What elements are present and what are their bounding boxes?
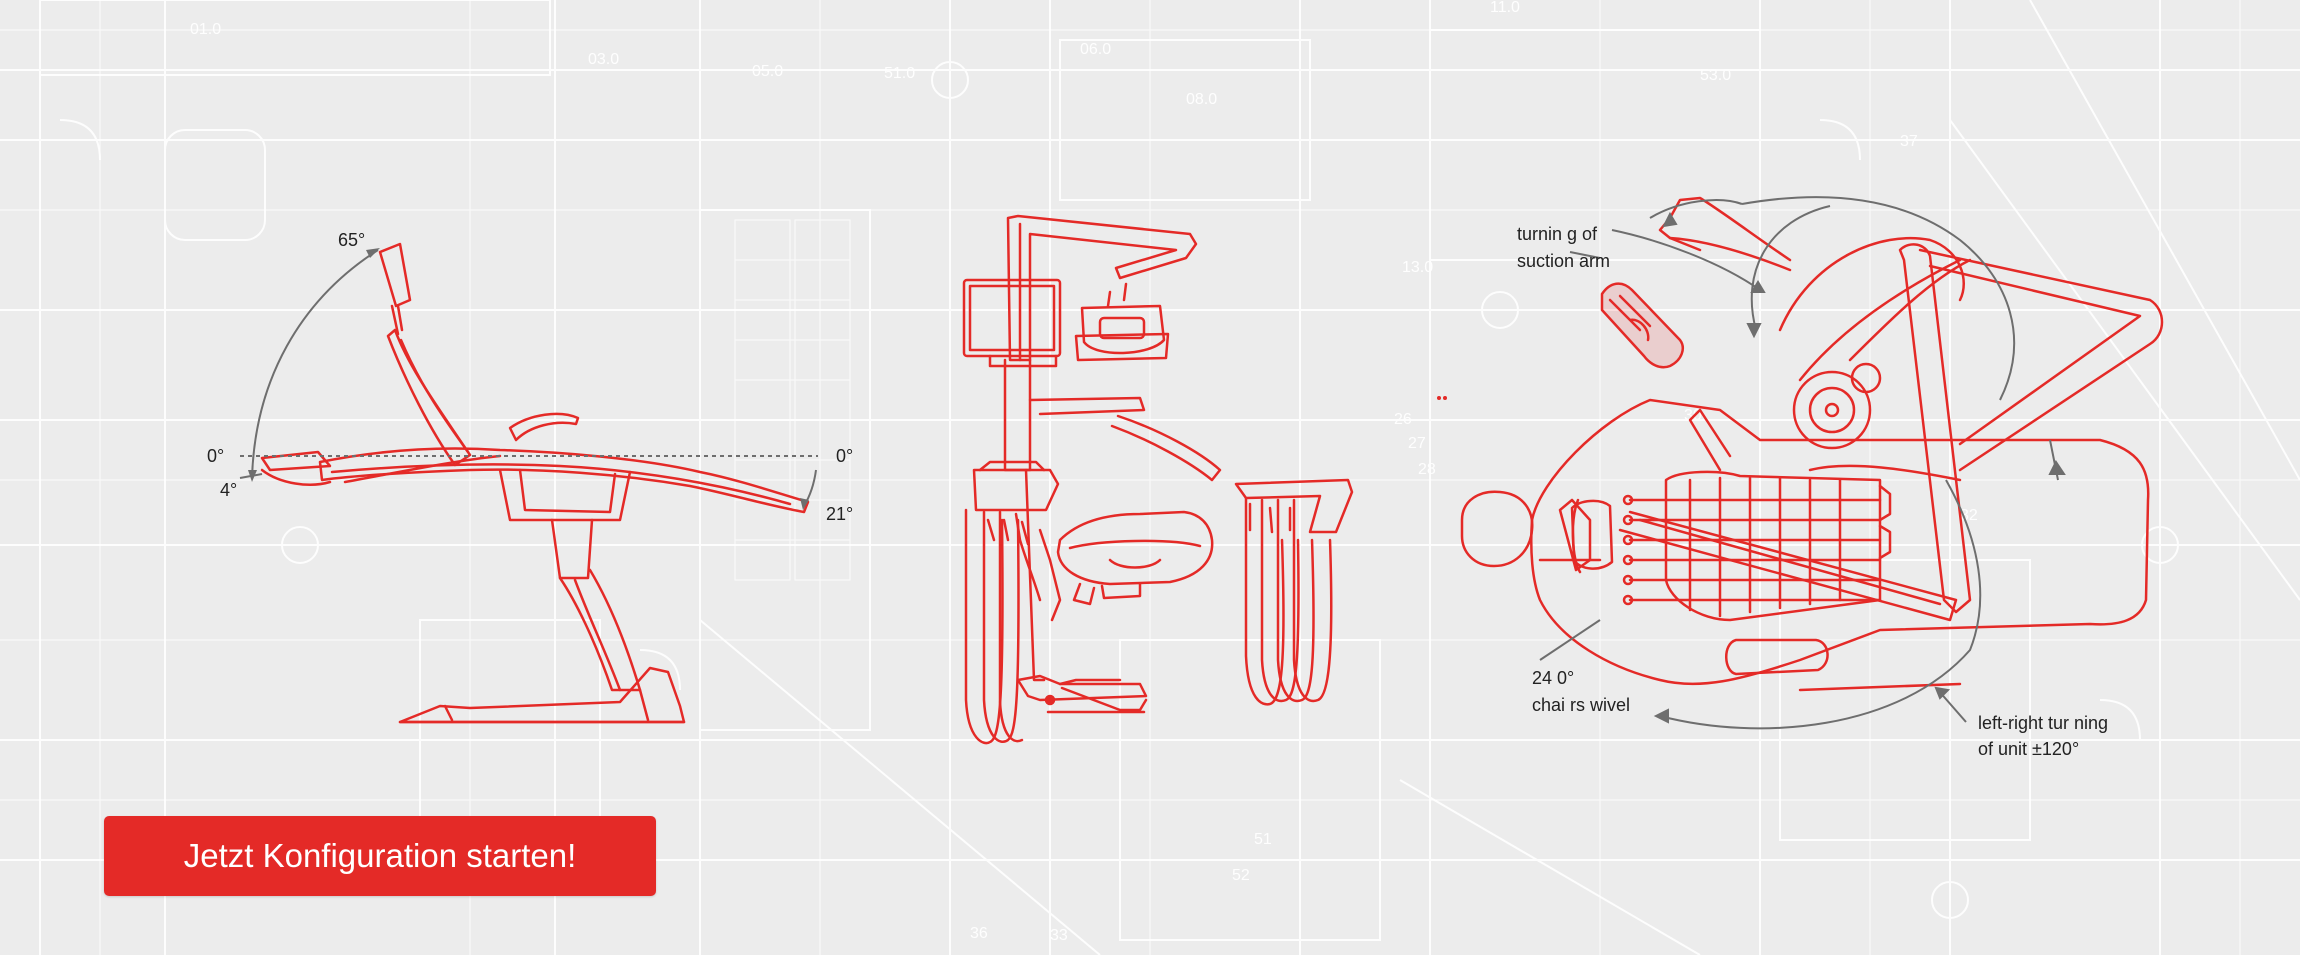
room-number-label: 01.0 <box>190 21 221 38</box>
angle-label-0-right: 0° <box>836 446 853 466</box>
unit-front-view <box>962 214 1354 745</box>
room-number-label: 27 <box>1408 435 1426 452</box>
room-number-label: 52 <box>1232 867 1250 884</box>
angle-label-65: 65° <box>338 230 365 250</box>
room-number-label: 03.0 <box>588 51 619 68</box>
room-number-label: 51.0 <box>884 65 915 82</box>
angle-label-0-left: 0° <box>207 446 224 466</box>
swivel-label-line1: 24 0° <box>1532 668 1574 688</box>
room-number-label: 51 <box>1254 831 1272 848</box>
room-number-label: 05.0 <box>752 63 783 80</box>
suction-arm-label-line2: suction arm <box>1517 251 1610 271</box>
room-number-label: 06.0 <box>1080 41 1111 58</box>
room-number-label: 33 <box>1050 927 1068 944</box>
accent-dot <box>1437 396 1441 400</box>
unit-top-view: turnin g of suction arm 24 0° chai rs wi… <box>1460 196 2164 759</box>
room-number-label: 11.0 <box>1490 0 1520 16</box>
swivel-label-line2: chai rs wivel <box>1532 695 1630 715</box>
unit-turn-label-line1: left-right tur ning <box>1978 713 2108 733</box>
accent-dot <box>1443 396 1447 400</box>
unit-turn-label-line2: of unit ±120° <box>1978 739 2079 759</box>
room-number-label: 08.0 <box>1186 91 1217 108</box>
angle-label-4: 4° <box>220 480 237 500</box>
room-number-label: 28 <box>1418 461 1436 478</box>
room-number-label: 13.0 <box>1402 259 1433 276</box>
chair-side-view: 65° 0° 4° 0° 21° <box>207 230 853 724</box>
angle-label-21: 21° <box>826 504 853 524</box>
room-number-label: 53.0 <box>1700 67 1731 84</box>
room-number-label: 37 <box>1900 133 1918 150</box>
room-number-label: 26 <box>1394 411 1412 428</box>
room-number-label: 36 <box>970 925 988 942</box>
start-configuration-button[interactable]: Jetzt Konfiguration starten! <box>104 816 656 896</box>
suction-arm-label-line1: turnin g of <box>1517 224 1598 244</box>
